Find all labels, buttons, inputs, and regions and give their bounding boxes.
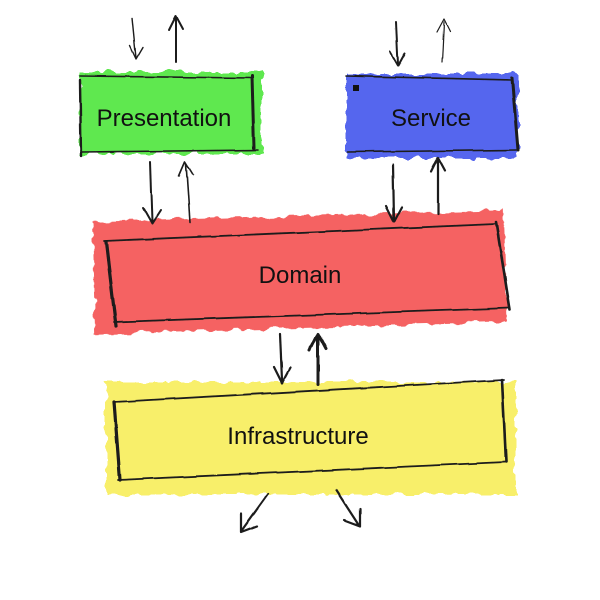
service-output-arrow	[436, 18, 451, 63]
presentation-to-domain-arrow	[142, 161, 162, 225]
domain-to-infrastructure-arrow	[272, 332, 292, 385]
service-input-arrow	[389, 21, 406, 67]
domain-label: Domain	[259, 262, 342, 289]
service-layer: Service	[345, 74, 520, 158]
infrastructure-to-domain-arrow	[308, 332, 328, 386]
service-to-domain-arrow	[384, 162, 404, 224]
infrastructure-outgoing-right-arrow	[334, 488, 362, 528]
infrastructure-label: Infrastructure	[227, 423, 368, 450]
domain-layer: Domain	[92, 210, 512, 334]
service-fill	[346, 74, 518, 158]
presentation-input-arrow	[129, 17, 144, 60]
domain-to-service-arrow	[429, 156, 447, 216]
infrastructure-fill	[106, 382, 516, 494]
presentation-layer: Presentation	[78, 72, 262, 158]
domain-to-presentation-arrow	[178, 161, 194, 223]
presentation-label: Presentation	[97, 105, 232, 132]
presentation-fill	[80, 72, 262, 154]
service-corner-mark	[353, 85, 359, 91]
infrastructure-layer: Infrastructure	[106, 378, 516, 494]
domain-fill	[92, 210, 508, 334]
presentation-output-arrow	[168, 15, 184, 63]
infrastructure-outgoing-left-arrow	[239, 492, 270, 534]
service-label: Service	[391, 105, 471, 132]
